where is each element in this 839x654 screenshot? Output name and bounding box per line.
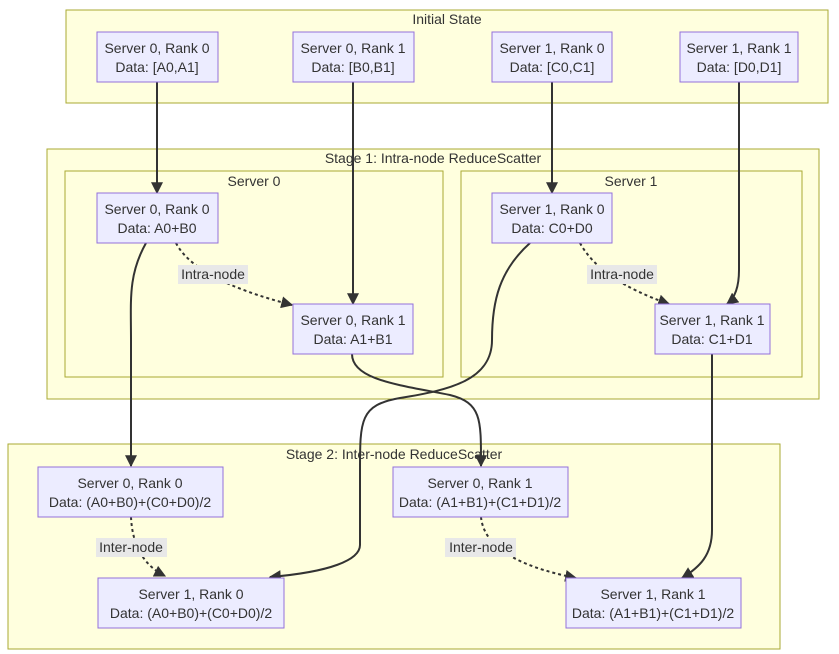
node-initial-server1-rank0: Server 1, Rank 0 Data: [C0,C1] bbox=[491, 31, 613, 83]
node-title: Server 0, Rank 1 bbox=[300, 312, 405, 328]
node-title: Server 1, Rank 1 bbox=[686, 40, 791, 56]
edge-label-intra-node-1: Intra-node bbox=[587, 265, 657, 284]
edge-init-s1r1-to-st1-s1r1 bbox=[726, 82, 740, 305]
node-title: Server 0, Rank 0 bbox=[104, 40, 209, 56]
node-title: Server 1, Rank 0 bbox=[499, 40, 604, 56]
node-initial-server0-rank1: Server 0, Rank 1 Data: [B0,B1] bbox=[292, 31, 415, 83]
cluster-stage1-title: Stage 1: Intra-node ReduceScatter bbox=[325, 150, 542, 166]
node-stage1-server0-rank0: Server 0, Rank 0 Data: A0+B0 bbox=[96, 192, 219, 244]
svg-text:Intra-node: Intra-node bbox=[181, 266, 245, 282]
node-initial-server0-rank0: Server 0, Rank 0 Data: [A0,A1] bbox=[96, 31, 219, 83]
svg-text:Intra-node: Intra-node bbox=[590, 266, 654, 282]
node-data: Data: [A0,A1] bbox=[115, 59, 198, 75]
node-title: Server 1, Rank 0 bbox=[138, 586, 243, 602]
node-data: Data: (A0+B0)+(C0+D0)/2 bbox=[49, 494, 211, 510]
node-title: Server 0, Rank 1 bbox=[300, 40, 405, 56]
node-stage1-server1-rank1: Server 1, Rank 1 Data: C1+D1 bbox=[654, 303, 771, 355]
node-stage1-server1-rank0: Server 1, Rank 0 Data: C0+D0 bbox=[491, 192, 613, 244]
node-title: Server 1, Rank 0 bbox=[499, 201, 604, 217]
svg-text:Inter-node: Inter-node bbox=[99, 539, 163, 555]
node-data: Data: A1+B1 bbox=[313, 331, 392, 347]
cluster-server0-title: Server 0 bbox=[228, 173, 281, 189]
node-stage1-server0-rank1: Server 0, Rank 1 Data: A1+B1 bbox=[292, 303, 414, 355]
node-data: Data: (A1+B1)+(C1+D1)/2 bbox=[399, 494, 561, 510]
edge-st1-s0r0-to-st2-s0r0 bbox=[125, 242, 147, 468]
node-title: Server 1, Rank 1 bbox=[600, 586, 705, 602]
node-title: Server 0, Rank 0 bbox=[77, 475, 182, 491]
node-data: Data: A0+B0 bbox=[117, 220, 196, 236]
node-data: Data: (A1+B1)+(C1+D1)/2 bbox=[572, 605, 734, 621]
node-data: Data: (A0+B0)+(C0+D0)/2 bbox=[110, 605, 272, 621]
node-stage2-server1-rank0: Server 1, Rank 0 Data: (A0+B0)+(C0+D0)/2 bbox=[97, 577, 285, 629]
edge-st1-s1r1-to-st2-s1r1 bbox=[680, 354, 713, 579]
edge-label-inter-node-0: Inter-node bbox=[96, 538, 167, 557]
cluster-initial-title: Initial State bbox=[412, 11, 481, 27]
node-title: Server 0, Rank 0 bbox=[104, 201, 209, 217]
cluster-stage2-title: Stage 2: Inter-node ReduceScatter bbox=[286, 446, 503, 462]
node-data: Data: [C0,C1] bbox=[510, 59, 595, 75]
node-stage2-server0-rank1: Server 0, Rank 1 Data: (A1+B1)+(C1+D1)/2 bbox=[392, 466, 569, 518]
node-data: Data: C0+D0 bbox=[511, 220, 593, 236]
node-stage2-server0-rank0: Server 0, Rank 0 Data: (A0+B0)+(C0+D0)/2 bbox=[37, 466, 224, 518]
node-data: Data: [D0,D1] bbox=[697, 59, 782, 75]
node-data: Data: [B0,B1] bbox=[311, 59, 394, 75]
cluster-server1-title: Server 1 bbox=[605, 173, 658, 189]
node-title: Server 0, Rank 1 bbox=[427, 475, 532, 491]
node-stage2-server1-rank1: Server 1, Rank 1 Data: (A1+B1)+(C1+D1)/2 bbox=[565, 577, 742, 629]
svg-text:Inter-node: Inter-node bbox=[449, 539, 513, 555]
edge-st1-s0r1-to-st2-s0r1 bbox=[351, 353, 488, 468]
edge-label-intra-node-0: Intra-node bbox=[178, 265, 248, 284]
node-initial-server1-rank1: Server 1, Rank 1 Data: [D0,D1] bbox=[679, 31, 799, 83]
node-data: Data: C1+D1 bbox=[671, 331, 753, 347]
edge-label-inter-node-1: Inter-node bbox=[445, 538, 516, 557]
edge-st1-s1r0-to-st2-s1r0 bbox=[268, 242, 531, 583]
node-title: Server 1, Rank 1 bbox=[659, 312, 764, 328]
